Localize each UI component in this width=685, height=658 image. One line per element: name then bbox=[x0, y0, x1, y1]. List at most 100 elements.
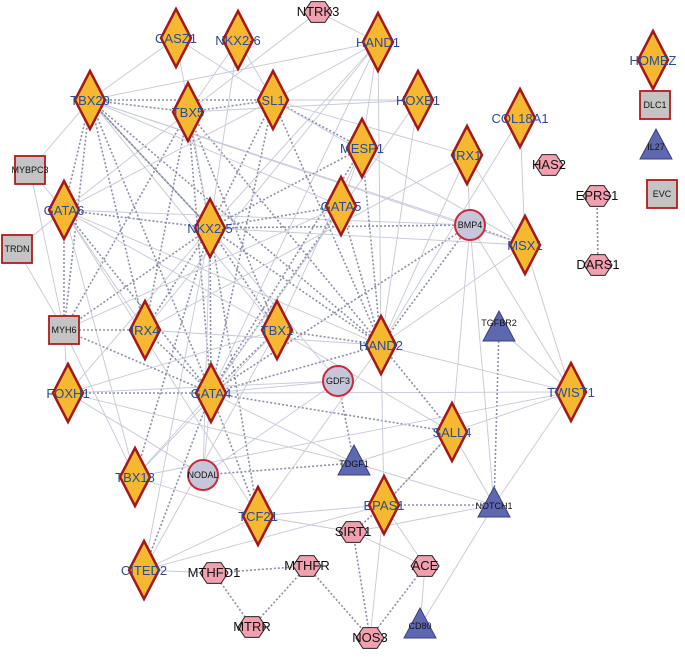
node-trdn[interactable]: TRDN bbox=[1, 234, 33, 264]
edge-gata4-sall4 bbox=[210, 392, 453, 433]
node-sirt1[interactable]: SIRT1 bbox=[335, 521, 372, 543]
node-mybpc3[interactable]: MYBPC3 bbox=[11, 155, 49, 185]
node-label-sirt1: SIRT1 bbox=[335, 524, 372, 539]
node-ace[interactable]: ACE bbox=[410, 555, 440, 577]
node-myh6[interactable]: MYH6 bbox=[48, 315, 80, 345]
node-bmp4[interactable]: BMP4 bbox=[454, 209, 486, 241]
node-gata6[interactable]: GATA6 bbox=[44, 178, 85, 242]
edge-epas1-sall4 bbox=[383, 431, 453, 506]
edge-nodal-gdf3 bbox=[202, 380, 339, 476]
node-tbx20[interactable]: TBX20 bbox=[70, 68, 110, 132]
node-twist1[interactable]: TWIST1 bbox=[547, 360, 595, 424]
node-label-dlc1: DLC1 bbox=[643, 100, 666, 110]
node-nos3[interactable]: NOS3 bbox=[352, 627, 388, 649]
edge-hand2-sall4 bbox=[380, 344, 453, 433]
node-tcf21[interactable]: TCF21 bbox=[238, 484, 278, 548]
node-hand2[interactable]: HAND2 bbox=[359, 313, 403, 377]
node-homez[interactable]: HOMEZ bbox=[630, 28, 677, 92]
node-cd80[interactable]: CD80 bbox=[403, 606, 437, 639]
edge-hand2-tcf21 bbox=[257, 344, 382, 517]
edge-tbx20-gata6 bbox=[63, 99, 91, 211]
node-dars1[interactable]: DARS1 bbox=[576, 254, 620, 276]
node-gata5-diamond-shape bbox=[324, 174, 358, 238]
edge-tdgf1-nodal bbox=[202, 462, 355, 476]
edge-ace-nos3 bbox=[369, 565, 426, 639]
node-dlc1[interactable]: DLC1 bbox=[639, 90, 671, 120]
node-eprs1-hexagon-shape bbox=[582, 185, 612, 207]
node-label-foxh1: FOXH1 bbox=[46, 386, 89, 401]
edge-nkx2-5-tbx20 bbox=[89, 99, 211, 229]
node-has2[interactable]: HAS2 bbox=[532, 154, 566, 176]
node-foxh1[interactable]: FOXH1 bbox=[46, 361, 90, 425]
edge-sl1-irx1 bbox=[272, 99, 468, 156]
node-nkx2-6[interactable]: NKX2-6 bbox=[215, 8, 261, 72]
node-label-sl1: SL1 bbox=[261, 93, 284, 108]
edge-gata4-hand1 bbox=[210, 41, 379, 394]
node-label-nkx2-5: NKX2-5 bbox=[187, 221, 233, 236]
node-hoxb1[interactable]: HOXB1 bbox=[396, 68, 440, 132]
node-ntrk3[interactable]: NTRK3 bbox=[297, 1, 340, 23]
edge-nkx2-5-hand2 bbox=[209, 227, 382, 346]
node-label-nodal: NODAL bbox=[187, 470, 218, 480]
node-mthfd1-hexagon-shape bbox=[199, 562, 229, 584]
node-nkx2-5[interactable]: NKX2-5 bbox=[187, 196, 233, 260]
node-sl1[interactable]: SL1 bbox=[256, 68, 290, 132]
node-mthfr[interactable]: MTHFR bbox=[284, 555, 330, 577]
edge-nkx2-5-gata6 bbox=[63, 209, 211, 229]
edge-eprs1-dars1 bbox=[596, 195, 599, 266]
node-irx4[interactable]: IRX4 bbox=[128, 298, 162, 362]
node-gdf3[interactable]: GDF3 bbox=[322, 365, 354, 397]
node-nodal[interactable]: NODAL bbox=[187, 459, 219, 491]
edge-sirt1-notch1 bbox=[352, 504, 495, 533]
node-il27[interactable]: IL27 bbox=[639, 127, 673, 160]
node-eprs1[interactable]: EPRS1 bbox=[576, 185, 619, 207]
node-label-nkx2-6: NKX2-6 bbox=[215, 33, 261, 48]
node-gata4[interactable]: GATA4 bbox=[191, 361, 232, 425]
node-tdgf1[interactable]: TDGF1 bbox=[337, 443, 371, 476]
node-epas1[interactable]: EPAS1 bbox=[364, 473, 405, 537]
node-tgfbr2[interactable]: TGFBR2 bbox=[481, 309, 517, 342]
edge-gata4-tcf21 bbox=[210, 392, 259, 517]
edge-tcf21-gata6 bbox=[63, 209, 259, 517]
node-mesp1[interactable]: MESP1 bbox=[340, 116, 384, 180]
node-homez-diamond-shape bbox=[636, 28, 670, 92]
node-col18a1[interactable]: COL18A1 bbox=[491, 86, 549, 150]
node-casz1[interactable]: CASZ1 bbox=[155, 6, 197, 70]
node-hand2-diamond-shape bbox=[364, 313, 398, 377]
edge-tbx20-gata4 bbox=[89, 99, 212, 394]
node-tbx5[interactable]: TBX5 bbox=[171, 80, 205, 144]
node-msx1-diamond-shape bbox=[508, 213, 542, 277]
node-tbx18[interactable]: TBX18 bbox=[115, 445, 155, 509]
node-irx4-diamond-shape bbox=[128, 298, 162, 362]
node-label-mtrr: MTRR bbox=[233, 619, 271, 634]
node-hand1[interactable]: HAND1 bbox=[356, 10, 400, 74]
edge-nkx2-5-tbx18 bbox=[134, 227, 211, 478]
edge-sall4-tdgf1 bbox=[353, 431, 453, 464]
node-layer: CASZ1 NKX2-6 NTRK3 HAND1 HOMEZ TBX20 TBX5 SL1 HO… bbox=[1, 1, 678, 649]
node-notch1[interactable]: NOTCH1 bbox=[475, 485, 513, 518]
node-cited2[interactable]: CITED2 bbox=[121, 538, 167, 602]
node-msx1[interactable]: MSX1 bbox=[507, 213, 543, 277]
node-tbx5-diamond-shape bbox=[171, 80, 205, 144]
edge-gata4-tbx1 bbox=[210, 329, 278, 394]
node-dars1-hexagon-shape bbox=[583, 254, 613, 276]
edge-gata4-gata6 bbox=[63, 209, 212, 394]
node-ntrk3-hexagon-shape bbox=[303, 1, 333, 23]
node-irx1[interactable]: IRX1 bbox=[450, 123, 484, 187]
node-nkx2-5-diamond-shape bbox=[193, 196, 227, 260]
node-tbx1[interactable]: TBX1 bbox=[260, 298, 294, 362]
edge-gata4-twist1 bbox=[210, 391, 572, 394]
node-mthfd1[interactable]: MTHFD1 bbox=[188, 562, 241, 584]
node-evc[interactable]: EVC bbox=[646, 179, 678, 209]
node-sall4[interactable]: SALL4 bbox=[432, 400, 472, 464]
node-myh6-square-shape bbox=[48, 315, 80, 345]
node-mtrr[interactable]: MTRR bbox=[233, 616, 271, 638]
edge-tbx1-gata6 bbox=[63, 209, 278, 331]
node-label-ace: ACE bbox=[412, 558, 439, 573]
node-gata5[interactable]: GATA5 bbox=[321, 174, 362, 238]
edge-hand2-hand1 bbox=[377, 41, 382, 346]
node-label-nos3: NOS3 bbox=[352, 630, 387, 645]
edge-tbx1-cited2 bbox=[143, 329, 278, 571]
edge-tdgf1-gata4 bbox=[210, 392, 355, 464]
